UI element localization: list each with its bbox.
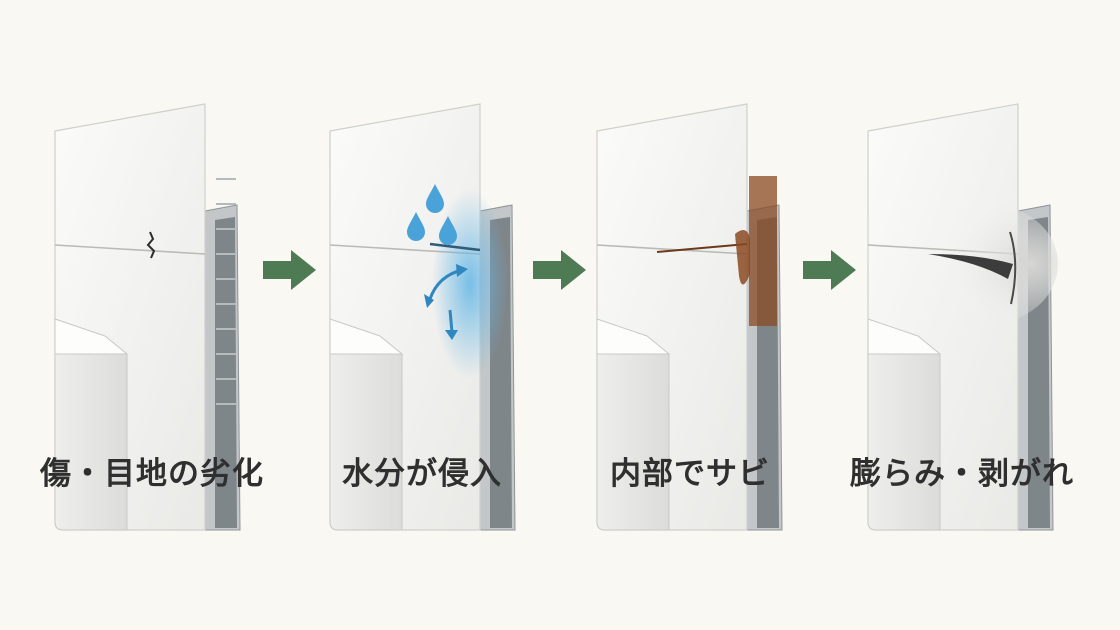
drip-arrow-icon — [448, 309, 454, 333]
frame-ribs — [216, 178, 236, 405]
panel-rust — [596, 103, 783, 531]
step-label-water: 水分が侵入 — [342, 456, 502, 492]
rust-seep — [735, 230, 750, 285]
step-label-damage: 傷・目地の劣化 — [40, 456, 264, 492]
panel-water — [329, 103, 516, 531]
step-label-swell: 膨らみ・剥がれ — [850, 456, 1074, 492]
water-glow — [432, 189, 508, 379]
water-droplet-icon — [407, 184, 457, 245]
panel-swell — [867, 103, 1058, 531]
arrow-3-icon — [803, 250, 856, 290]
crack-mark — [146, 231, 156, 259]
crack-mark — [429, 242, 481, 252]
rust-stain — [749, 176, 777, 326]
arrow-1-icon — [263, 250, 316, 290]
arrow-2-icon — [533, 250, 586, 290]
peel-gap — [928, 254, 1013, 279]
step-label-rust: 内部でサビ — [610, 456, 770, 492]
panel-damage — [54, 103, 241, 531]
